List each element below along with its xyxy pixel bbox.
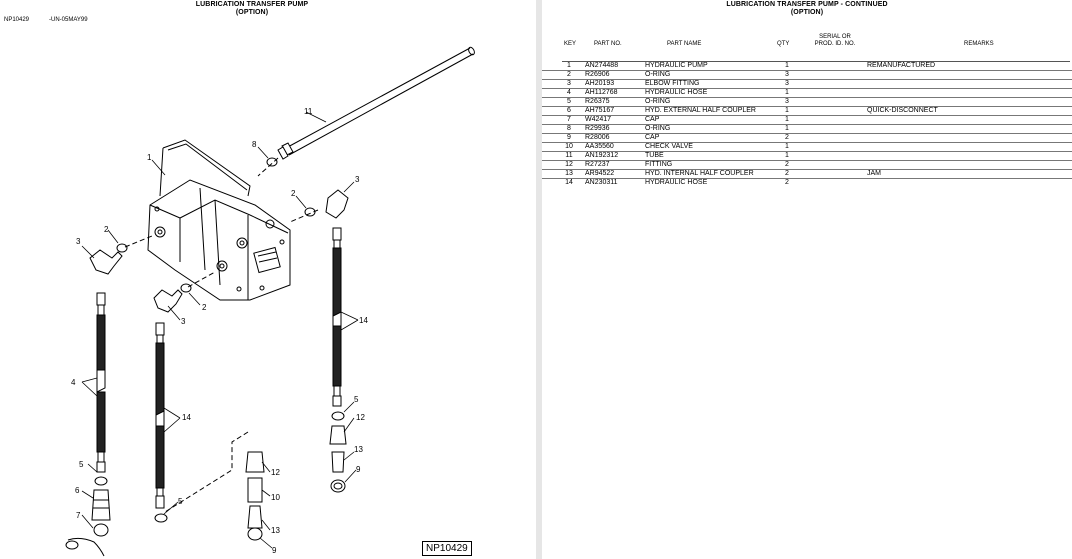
callout-12-right: 12 — [356, 413, 365, 422]
callout-13-right: 13 — [354, 445, 363, 454]
callout-3-left: 3 — [76, 237, 81, 246]
header-serial: SERIAL OR PROD. ID. NO. — [810, 34, 860, 48]
callout-2-left: 2 — [104, 225, 109, 234]
page-gutter — [536, 0, 542, 559]
leader-lines — [81, 111, 359, 549]
callout-11: 11 — [304, 107, 313, 116]
header-serial-line1: SERIAL OR — [819, 34, 851, 40]
figure-code: NP10429 — [4, 17, 30, 23]
header-part-no: PART NO. — [594, 41, 622, 47]
callout-5-left: 5 — [79, 460, 84, 469]
callout-14-right: 14 — [359, 316, 368, 325]
hydraulic-hose-4-part — [96, 292, 106, 473]
assembly-centerlines — [124, 157, 319, 513]
callout-2-bottom: 2 — [202, 303, 207, 312]
tube-part — [277, 46, 475, 160]
hydraulic-hose-14-middle-part — [155, 322, 165, 509]
parts-list-page: LUBRICATION TRANSFER PUMP - CONTINUED (O… — [542, 0, 1072, 559]
hydraulic-hose-14-right-part — [332, 227, 342, 407]
diagram-title: LUBRICATION TRANSFER PUMP (OPTION) — [0, 1, 520, 17]
callout-6: 6 — [75, 486, 80, 495]
callout-1: 1 — [147, 153, 152, 162]
callout-5-middle: 5 — [178, 497, 183, 506]
callout-2-right: 2 — [291, 189, 296, 198]
parts-list-title: LUBRICATION TRANSFER PUMP - CONTINUED (O… — [542, 1, 1072, 17]
callout-9-right: 9 — [356, 465, 361, 474]
callout-9-box: 9 — [272, 546, 277, 555]
header-serial-line2: PROD. ID. NO. — [814, 41, 856, 47]
callout-7: 7 — [76, 511, 81, 520]
parts-list-subtitle: (OPTION) — [790, 9, 824, 16]
diagram-subtitle: (OPTION) — [235, 9, 269, 16]
header-qty: QTY — [777, 41, 790, 47]
callout-numbers: 11 1 8 2 3 2 3 2 3 4 14 14 5 6 7 5 5 12 … — [71, 107, 368, 555]
figure-date: -UN-05MAY99 — [49, 17, 88, 23]
diagram-title-text: LUBRICATION TRANSFER PUMP — [195, 1, 309, 8]
header-part-name: PART NAME — [667, 41, 702, 47]
o-ring-2-left-part — [116, 243, 128, 253]
callout-4: 4 — [71, 378, 76, 387]
callout-3-middle: 3 — [181, 317, 186, 326]
header-remarks: REMARKS — [964, 41, 994, 47]
callout-8: 8 — [252, 140, 257, 149]
o-ring-2-bottom-part — [180, 283, 192, 293]
header-rule — [562, 61, 1070, 62]
callout-12-box: 12 — [271, 468, 280, 477]
callout-5-right: 5 — [354, 395, 359, 404]
elbow-fitting-left-part — [89, 249, 123, 275]
figure-box-label: NP10429 — [422, 541, 472, 556]
hydraulic-pump-part — [147, 139, 291, 301]
diagram-page: LUBRICATION TRANSFER PUMP (OPTION) NP104… — [0, 1, 520, 557]
callout-14-middle: 14 — [182, 413, 191, 422]
elbow-fitting-middle-part — [153, 289, 183, 313]
callout-13-box: 13 — [271, 526, 280, 535]
exploded-parts-diagram: 11 1 8 2 3 2 3 2 3 4 14 14 5 6 7 5 5 12 … — [65, 46, 475, 557]
header-key: KEY — [564, 41, 577, 47]
callout-10: 10 — [271, 493, 280, 502]
elbow-fitting-right-part — [325, 189, 349, 219]
callout-3-right: 3 — [355, 175, 360, 184]
o-ring-2-right-part — [304, 207, 316, 217]
o-ring-8-part — [266, 157, 278, 167]
parts-list-title-text: LUBRICATION TRANSFER PUMP - CONTINUED — [726, 1, 888, 8]
